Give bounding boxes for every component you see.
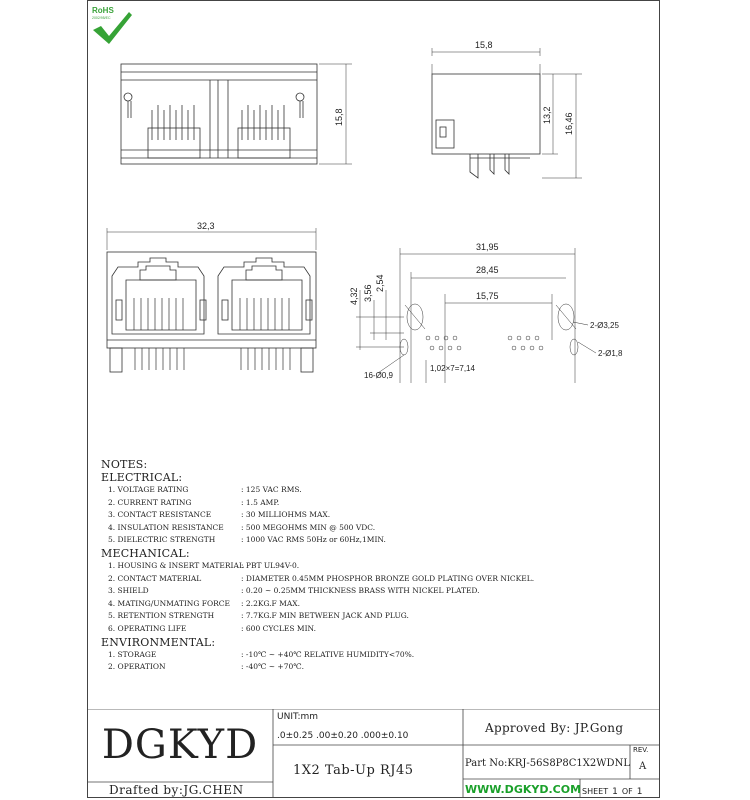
mechanical-heading: MECHANICAL: [101,546,190,560]
drafted-by: Drafted by:JG.CHEN [109,783,244,797]
dim-top-height: 15,8 [334,108,344,126]
dim-hole-small: 2-Ø1,8 [598,349,623,358]
rohs-logo-text: RoHS [92,6,114,15]
note-row: 2. OPERATION: -40℃ ~ +70℃. [108,662,305,672]
of-label: OF [621,787,633,796]
note-row: 6. OPERATING LIFE: 600 CYCLES MIN. [108,623,316,633]
unit-label: UNIT:mm [277,712,319,722]
environmental-heading: ENVIRONMENTAL: [101,635,216,649]
dim-side-h2: 16,46 [564,112,574,135]
dim-hole-large: 2-Ø3,25 [590,321,619,330]
rohs-logo-subtext: 2002/95/EC [92,16,111,20]
dim-pcb-w2: 28,45 [476,265,499,275]
dim-front-width: 32,3 [197,221,215,231]
electrical-heading: ELECTRICAL: [101,471,183,484]
pcb-layout [356,248,597,383]
note-row: 2. CONTACT MATERIAL: DIAMETER 0.45MM PHO… [108,573,535,583]
title-block-grid [87,709,660,798]
part-number: Part No:KRJ-56S8P8C1X2WDNL [465,758,630,769]
sheet-total: 1 [636,787,643,797]
notes-title: NOTES: [101,458,148,471]
sheet-num: 1 [612,787,618,797]
dim-pcb-w3: 15,75 [476,291,499,301]
dim-v1: 4,32 [349,287,359,305]
rohs-logo: RoHS 2002/95/EC [89,2,135,48]
note-row: 1. VOLTAGE RATING: 125 VAC RMS. [108,485,302,494]
checkmark-icon [93,12,132,44]
dim-pin-holes: 16-Ø0,9 [364,371,393,380]
note-row: 5. RETENTION STRENGTH: 7.7KG.F MIN BETWE… [108,611,409,621]
top-view [120,63,352,165]
note-row: 4. MATING/UNMATING FORCE: 2.2KG.F MAX. [108,598,300,608]
sheet-label: SHEET [582,787,609,796]
note-row: 2. CURRENT RATING: 1.5 AMP. [108,497,280,507]
note-row: 4. INSULATION RESISTANCE: 500 MEGOHMS MI… [108,522,376,532]
drawing-title: 1X2 Tab-Up RJ45 [293,763,414,778]
notes-section: NOTES: ELECTRICAL: 1. VOLTAGE RATING: 12… [101,458,621,674]
note-row: 5. DIELECTRIC STRENGTH: 1000 VAC RMS 50H… [108,535,386,545]
dim-v3: 2,54 [375,274,385,292]
approved-by: Approved By: JP.Gong [485,721,624,735]
front-view [106,228,317,373]
dim-side-h1: 13,2 [542,106,552,124]
title-block: DGKYD Drafted by:JG.CHEN UNIT:mm .0±0.25… [87,709,660,798]
note-row: 3. SHIELD: 0.20 ~ 0.25MM THICKNESS BRASS… [108,586,480,596]
rev-label: REV. [633,746,649,754]
note-row: 1. HOUSING & INSERT MATERIAL: PBT UL94V-… [108,560,300,570]
dim-pcb-width: 31,95 [476,242,499,252]
side-view [431,48,582,179]
dim-v2: 3,56 [363,284,373,302]
note-row: 1. STORAGE: -10℃ ~ +40℃ RELATIVE HUMIDIT… [108,649,415,659]
company-name: DGKYD [101,722,259,768]
tolerance: .0±0.25 .00±0.20 .000±0.10 [277,731,409,741]
dim-pitch: 1,02×7=7,14 [430,364,475,373]
rev-value: A [639,761,647,772]
drawing-frame [87,0,660,798]
dim-top-width: 15,8 [475,40,493,50]
note-row: 3. CONTACT RESISTANCE: 30 MILLIOHMS MAX. [108,510,331,520]
website-link[interactable]: WWW.DGKYD.COM [465,783,582,796]
